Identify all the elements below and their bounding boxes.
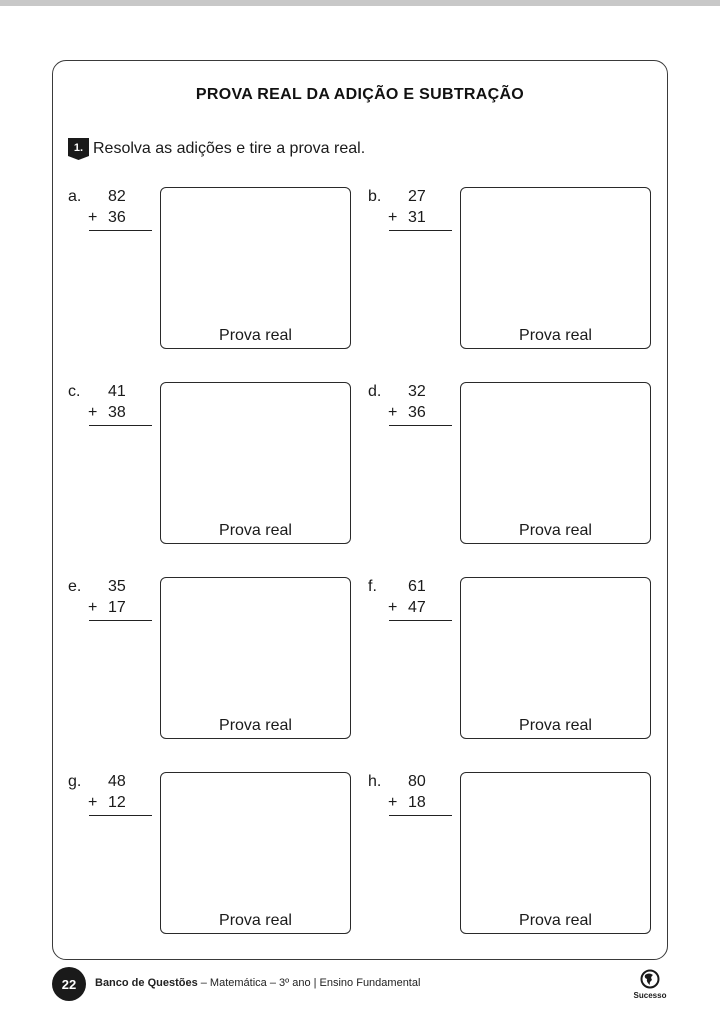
exercise-item-b: b. 27 + 31 Prova real xyxy=(368,187,668,353)
sum-line xyxy=(89,620,152,621)
addend-top: 41 xyxy=(108,383,126,400)
addend-top: 80 xyxy=(408,773,426,790)
answer-box[interactable]: Prova real xyxy=(460,772,651,934)
exercise-item-d: d. 32 + 36 Prova real xyxy=(368,382,668,548)
addend-top: 35 xyxy=(108,578,126,595)
answer-box[interactable]: Prova real xyxy=(160,382,351,544)
item-letter: c. xyxy=(68,383,81,400)
answer-box-label: Prova real xyxy=(519,327,592,344)
page-footer: 22 Banco de Questões – Matemática – 3º a… xyxy=(52,967,672,1003)
addend-bottom: 36 xyxy=(108,209,126,226)
question-text: Resolva as adições e tire a prova real. xyxy=(93,140,366,157)
plus-sign: + xyxy=(88,404,98,421)
addend-top: 48 xyxy=(108,773,126,790)
answer-box-label: Prova real xyxy=(219,717,292,734)
page-number-badge: 22 xyxy=(52,967,86,1001)
addend-bottom: 47 xyxy=(408,599,426,616)
logo-text: Sucesso xyxy=(633,991,667,1000)
sum-line xyxy=(389,815,452,816)
item-letter: b. xyxy=(368,188,382,205)
question-number-badge: 1. xyxy=(68,138,89,160)
exercise-frame xyxy=(52,60,668,960)
answer-box[interactable]: Prova real xyxy=(160,577,351,739)
exercise-item-h: h. 80 + 18 Prova real xyxy=(368,772,668,938)
answer-box[interactable]: Prova real xyxy=(460,187,651,349)
sum-line xyxy=(89,230,152,231)
page-title: PROVA REAL DA ADIÇÃO E SUBTRAÇÃO xyxy=(195,86,525,103)
answer-box-label: Prova real xyxy=(219,327,292,344)
plus-sign: + xyxy=(88,209,98,226)
plus-sign: + xyxy=(388,209,398,226)
sum-line xyxy=(389,230,452,231)
sum-line xyxy=(389,425,452,426)
sum-line xyxy=(389,620,452,621)
item-letter: h. xyxy=(368,773,382,790)
footer-text: Banco de Questões – Matemática – 3º ano … xyxy=(95,977,420,989)
item-letter: f. xyxy=(368,578,377,595)
addend-top: 61 xyxy=(408,578,426,595)
exercise-item-a: a. 82 + 36 Prova real xyxy=(68,187,368,353)
addend-bottom: 17 xyxy=(108,599,126,616)
exercise-item-g: g. 48 + 12 Prova real xyxy=(68,772,368,938)
item-letter: e. xyxy=(68,578,82,595)
item-letter: a. xyxy=(68,188,82,205)
addend-bottom: 18 xyxy=(408,794,426,811)
plus-sign: + xyxy=(88,794,98,811)
addend-bottom: 31 xyxy=(408,209,426,226)
exercise-item-e: e. 35 + 17 Prova real xyxy=(68,577,368,743)
item-letter: d. xyxy=(368,383,382,400)
addend-top: 32 xyxy=(408,383,426,400)
addend-top: 82 xyxy=(108,188,126,205)
plus-sign: + xyxy=(88,599,98,616)
addend-top: 27 xyxy=(408,188,426,205)
answer-box[interactable]: Prova real xyxy=(460,577,651,739)
exercise-item-c: c. 41 + 38 Prova real xyxy=(68,382,368,548)
answer-box-label: Prova real xyxy=(519,912,592,929)
plus-sign: + xyxy=(388,404,398,421)
answer-box-label: Prova real xyxy=(219,522,292,539)
book-subtitle: – Matemática – 3º ano | Ensino Fundament… xyxy=(197,977,421,989)
plus-sign: + xyxy=(388,794,398,811)
answer-box-label: Prova real xyxy=(519,717,592,734)
answer-box[interactable]: Prova real xyxy=(160,772,351,934)
answer-box-label: Prova real xyxy=(519,522,592,539)
sum-line xyxy=(89,815,152,816)
item-letter: g. xyxy=(68,773,82,790)
top-divider xyxy=(0,0,720,6)
sum-line xyxy=(89,425,152,426)
addend-bottom: 38 xyxy=(108,404,126,421)
answer-box[interactable]: Prova real xyxy=(160,187,351,349)
addend-bottom: 36 xyxy=(408,404,426,421)
answer-box[interactable]: Prova real xyxy=(460,382,651,544)
addend-bottom: 12 xyxy=(108,794,126,811)
answer-box-label: Prova real xyxy=(219,912,292,929)
globe-logo-icon xyxy=(640,969,660,989)
question-1: 1. Resolva as adições e tire a prova rea… xyxy=(68,138,365,160)
plus-sign: + xyxy=(388,599,398,616)
exercise-item-f: f. 61 + 47 Prova real xyxy=(368,577,668,743)
book-title: Banco de Questões xyxy=(95,977,198,989)
publisher-logo: Sucesso xyxy=(628,969,672,1003)
